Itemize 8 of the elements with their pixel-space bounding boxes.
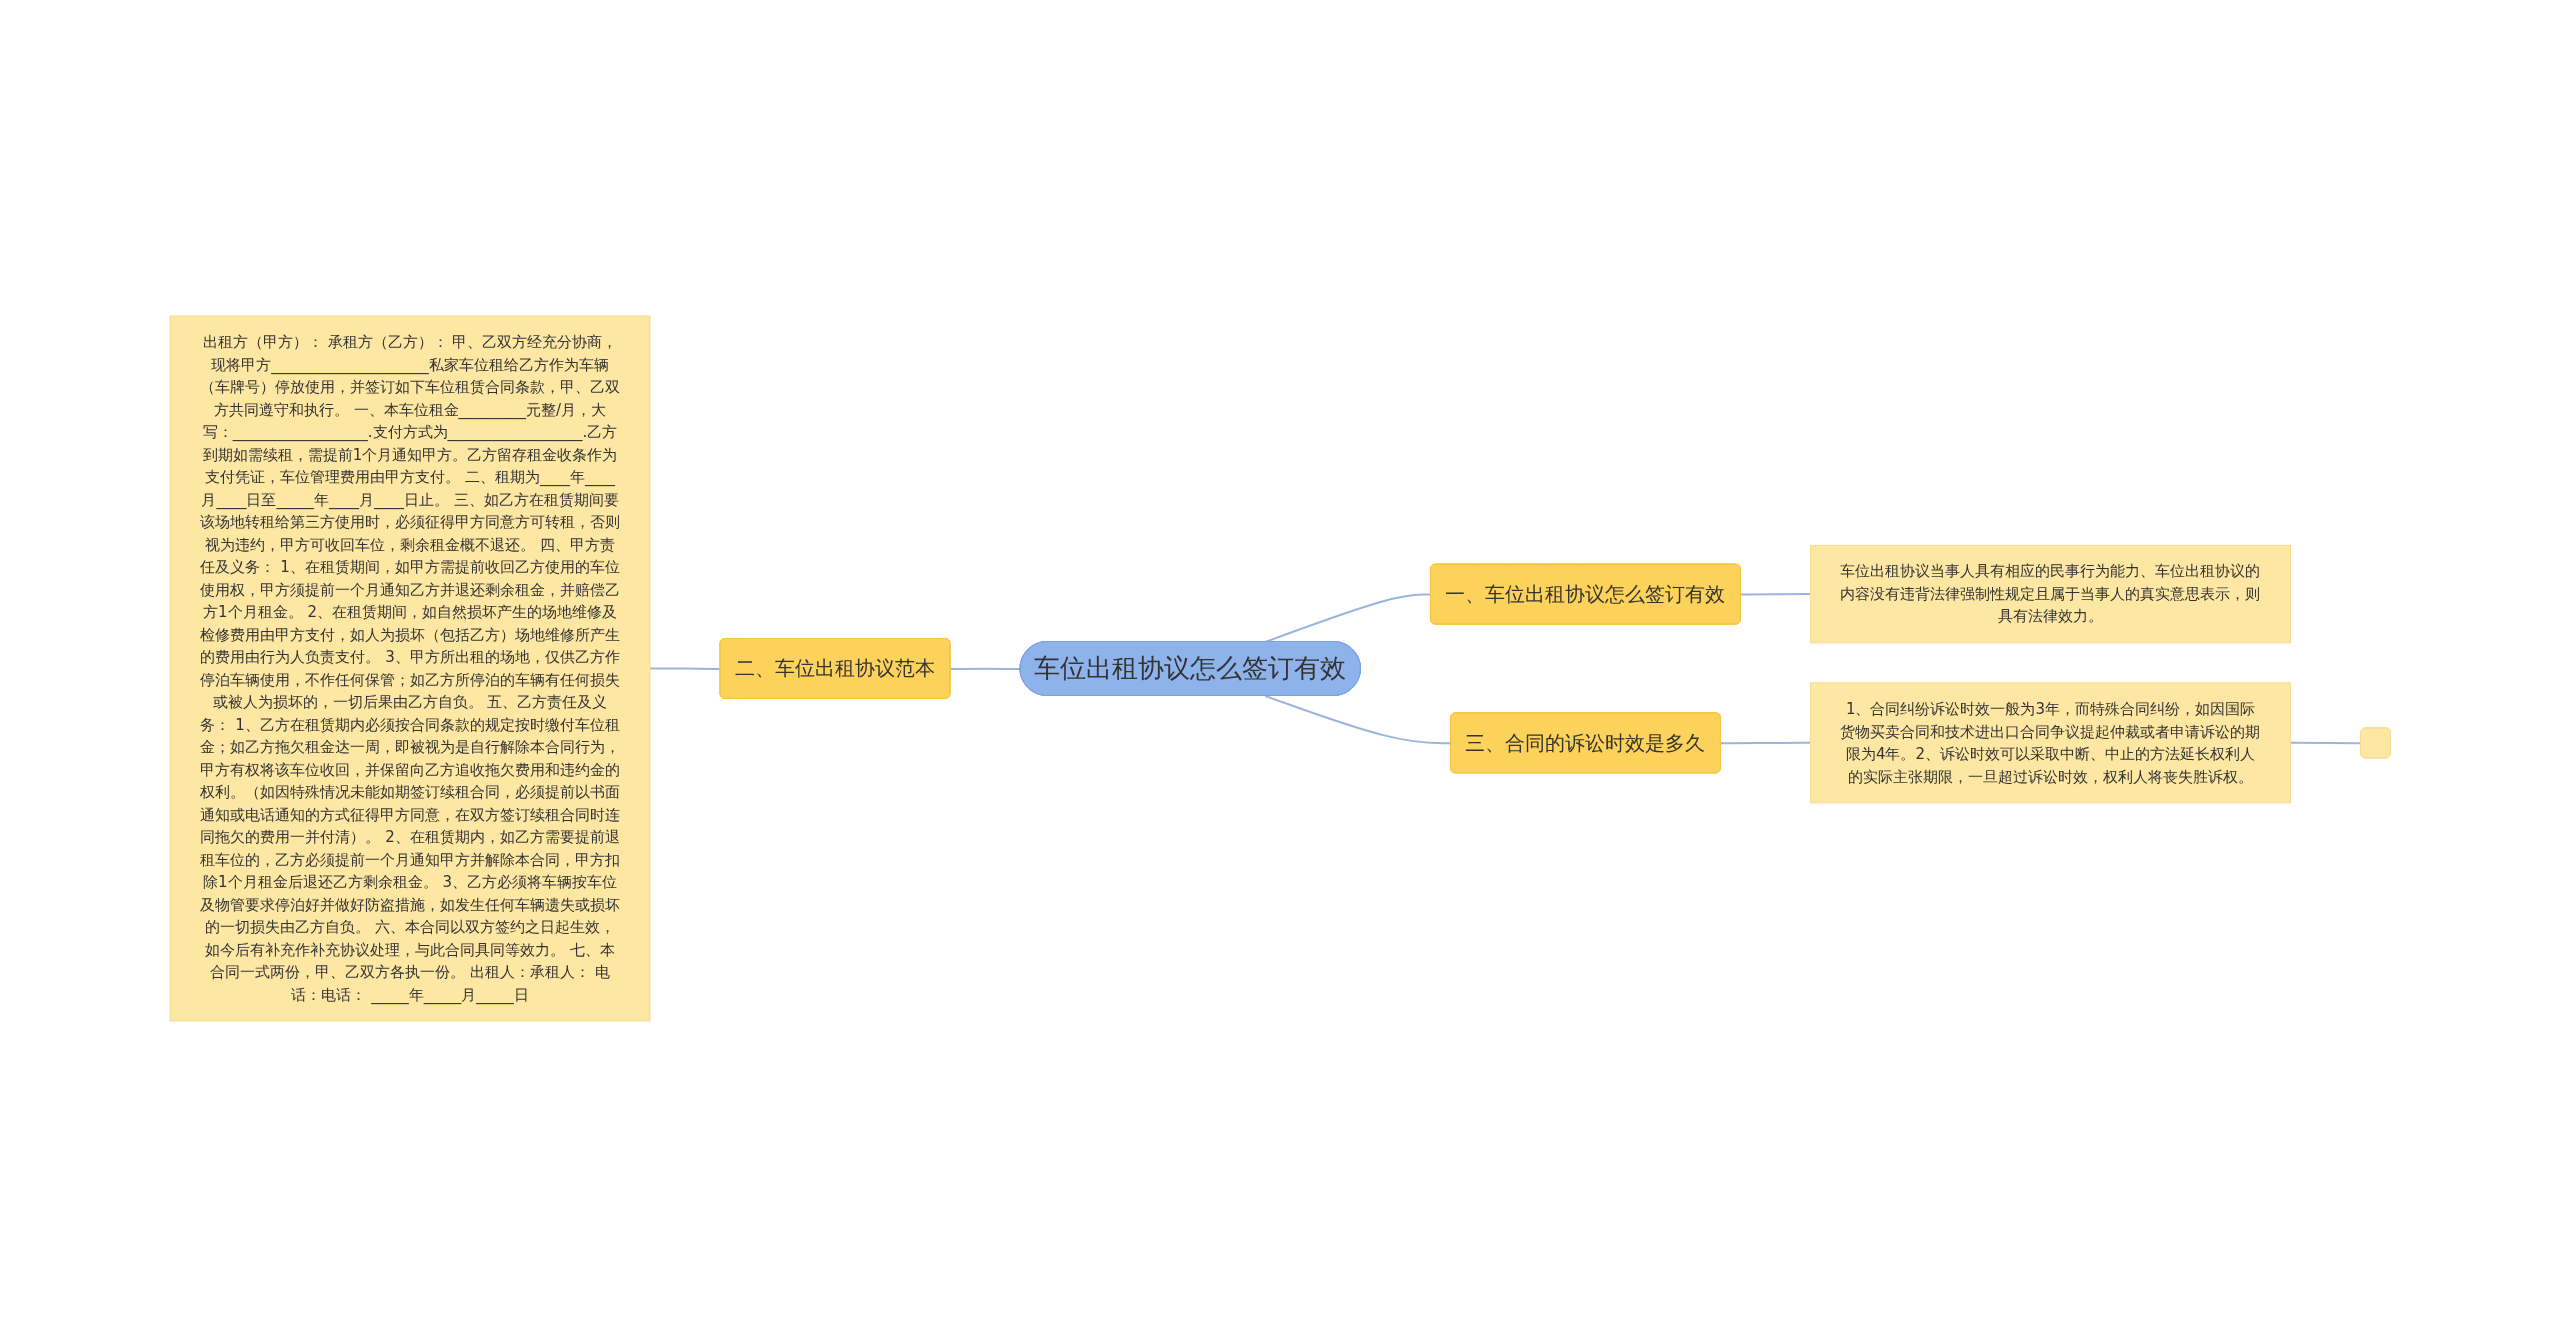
node-box: 出租方（甲方）： 承租方（乙方）： 甲、乙双方经充分协商，现将甲方_____________________私家车位租给乙方作为车辆（车牌号）停放使用，并签订如下车位租赁合同条款，甲、乙双方共同遵守和执行。 一、本车位租金_________元整/月，大写：__________________.支付方式为__________________.乙方到期如需续租，需提前1个月通知甲方。乙方留存租金收条作为支付凭证，车位管理费用由甲方支付。 二、租期为____年____月____日至_____年____月____日止。 三、如乙方在租赁期间要该场地转租给第三方使用时，必须征得甲方同意方可转租，否则视为违约，甲方可收回车位，剩余租金概不退还。 四、甲方责任及义务： 1、在租赁期间，如甲方需提前收回乙方使用的车位使用权，甲方须提前一个月通知乙方并退还剩余租金，并赔偿乙方1个月租金。 2、在租赁期间，如自然损坏产生的场地维修及检修费用由甲方支付，如人为损坏（包括乙方）场地维修所产生的费用由行为人负责支付。 3、甲方所出租的场地，仅供乙方作停泊车辆使用，不作任何保管；如乙方所停泊的车辆有任何损失或被人为损坏的，一切后果由乙方自负。 五、乙方责任及义务： 1、乙方在租赁期内必须按合同条款的规定按时缴付车位租金；如乙方拖欠租金达一周，即被视为是自行解除本合同行为，甲方有权将该车位收回，并保留向乙方追收拖欠费用和违约金的权利。（如因特殊情况未能如期签订续租合同，必须提前以书面通知或电话通知的方式征得甲方同意，在双方签订续租合同时连同拖欠的费用一并付清）。 2、在租赁期内，如乙方需要提前退租车位的，乙方必须提前一个月通知甲方并解除本合同，甲方扣除1个月租金后退还乙方剩余租金。 3、乙方必须将车辆按车位及物管要求停泊好并做好防盗措施，如发生任何车辆遗失或损坏的一切损失由乙方自负。 六、本合同以双方签约之日起生效，如今后有补充作补充协议处理，与此合同具同等效力。 七、本合同一式两份，甲、乙双方各执一份。 出租人：承租人： 电话：电话： _____年_____月_____日 <box>169 315 651 1022</box>
connector <box>949 667 1022 670</box>
connector <box>2289 741 2362 745</box>
connector <box>1264 695 1452 745</box>
connector <box>1719 741 1812 745</box>
node-box: 1、合同纠纷诉讼时效一般为3年，而特殊合同纠纷，如因国际货物买卖合同和技术进出口合同争议提起仲裁或者申请诉讼的期限为4年。2、诉讼时效可以采取中断、中止的方法延长权利人的实际主张期限，一旦超过诉讼时效，权利人将丧失胜诉权。 <box>1809 682 2291 804</box>
connector <box>1739 593 1812 596</box>
node-box: 车位出租协议当事人具有相应的民事行为能力、车位出租协议的内容没有违背法律强制性规定且属于当事人的真实意思表示，则具有法律效力。 <box>1809 544 2291 644</box>
